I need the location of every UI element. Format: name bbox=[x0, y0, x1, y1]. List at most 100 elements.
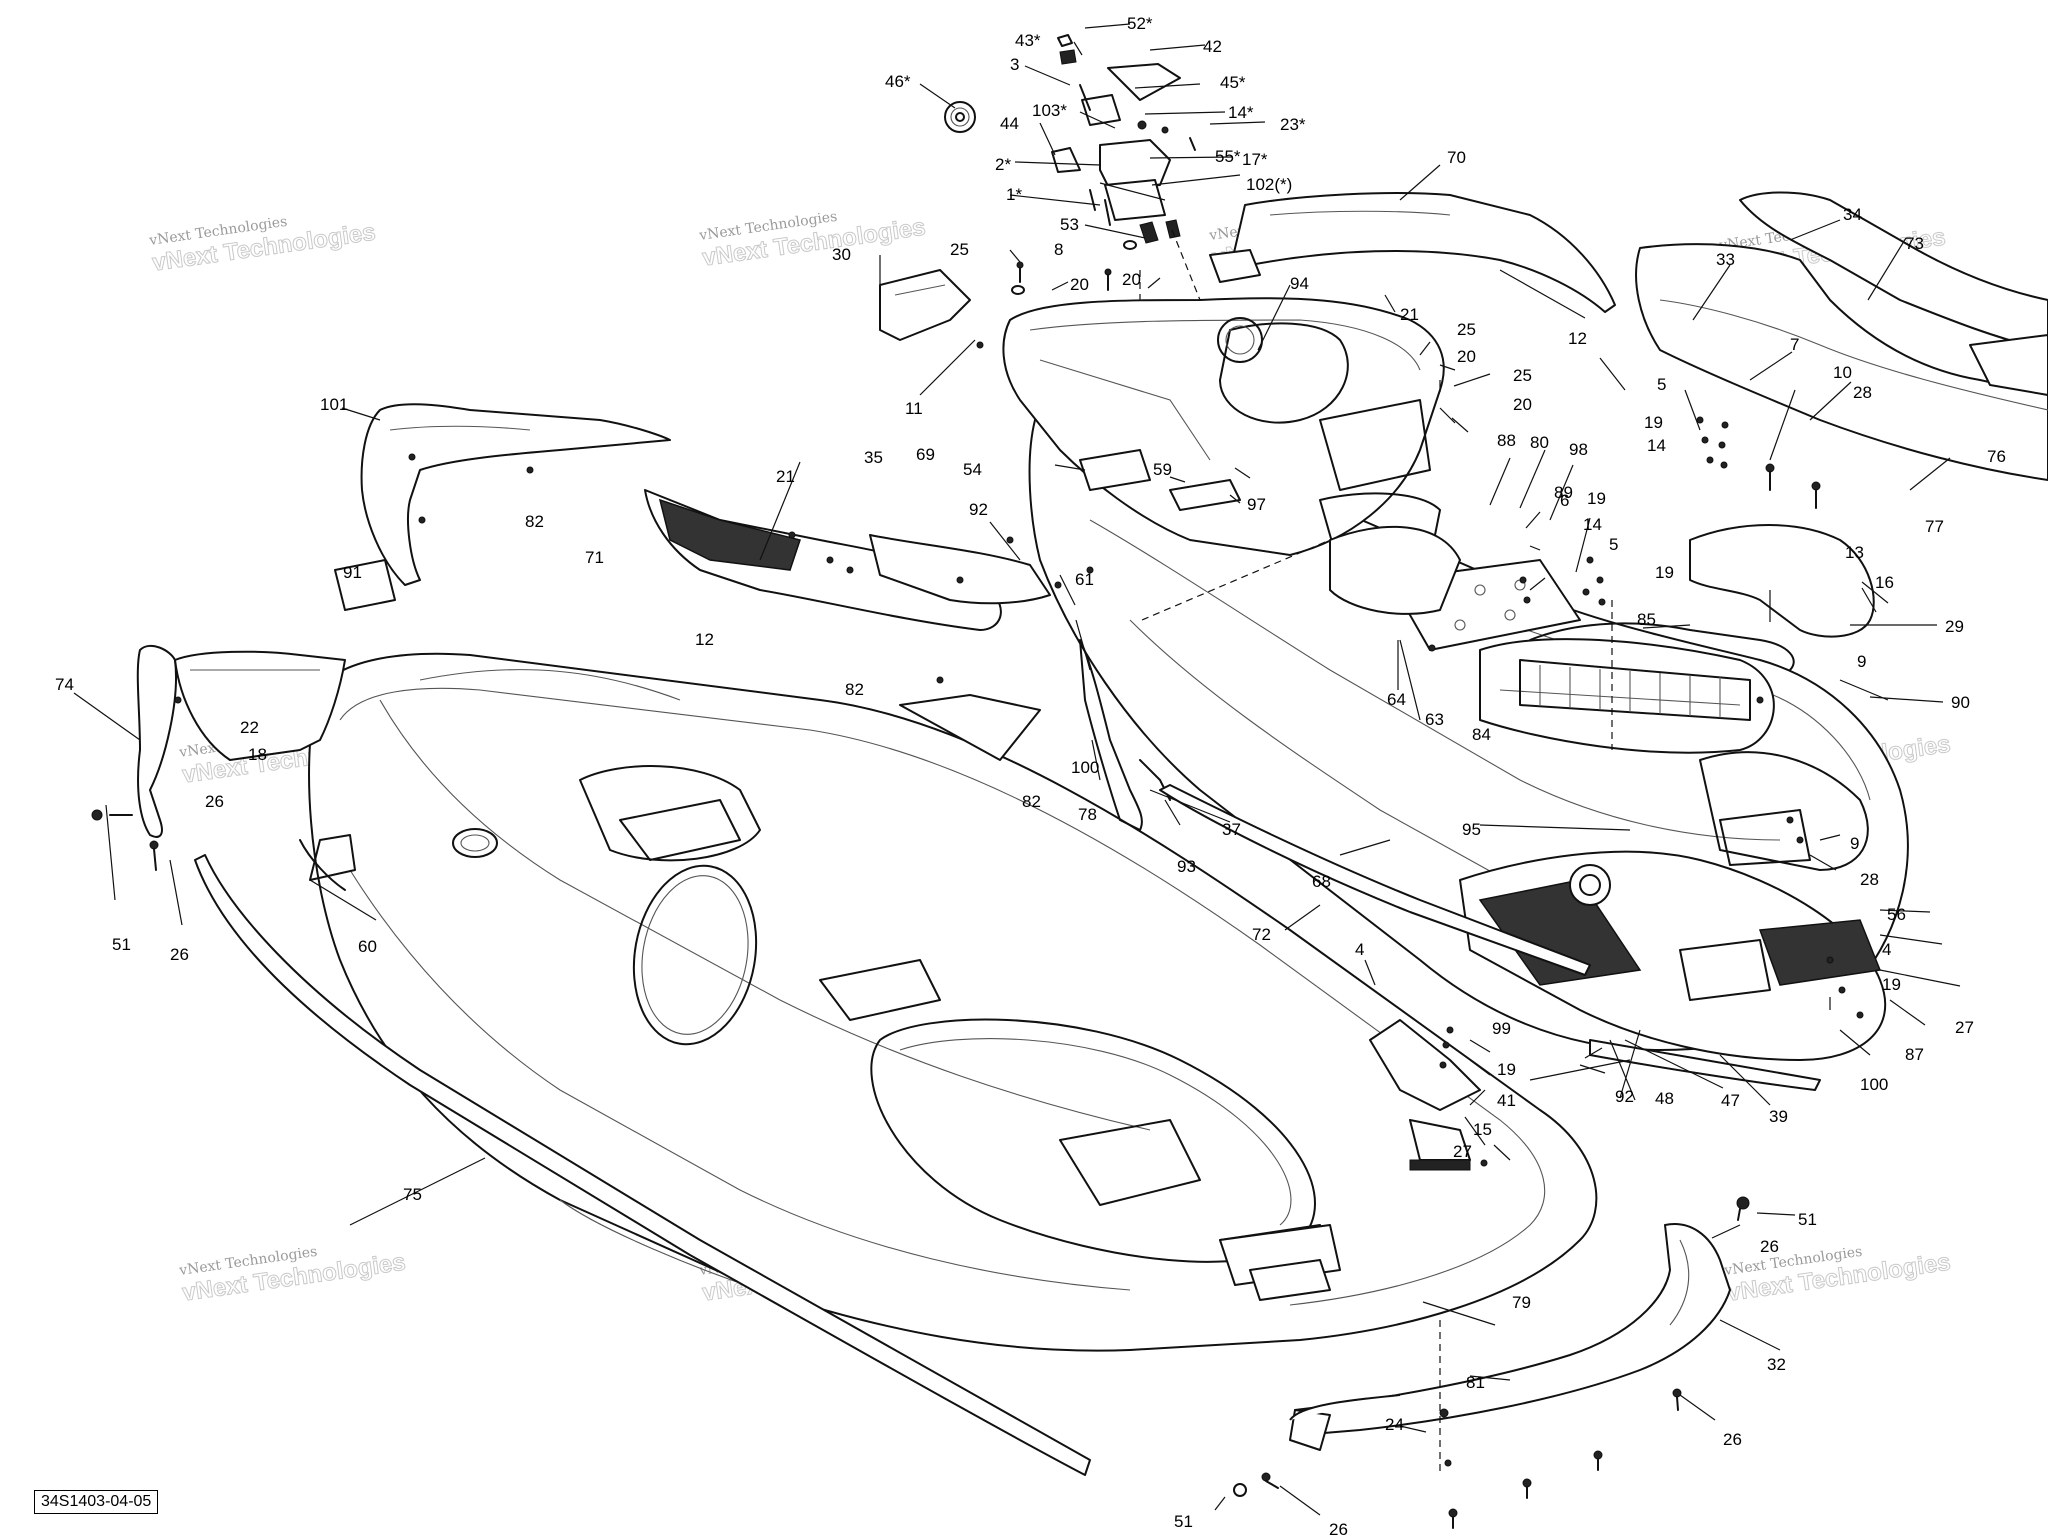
callout-label: 20 bbox=[1122, 270, 1141, 289]
callout-label: 81 bbox=[1466, 1373, 1485, 1392]
callout-label: 87 bbox=[1905, 1045, 1924, 1064]
callout-label: 70 bbox=[1447, 148, 1466, 167]
callout-label: 72 bbox=[1252, 925, 1271, 944]
callout-label: 73 bbox=[1905, 234, 1924, 253]
rub-strips bbox=[194, 784, 1821, 1476]
top-right-panels bbox=[1209, 191, 2048, 481]
callout-label: 80 bbox=[1530, 433, 1549, 452]
callout-label: 29 bbox=[1945, 617, 1964, 636]
callout-label: 53 bbox=[1060, 215, 1079, 234]
callout-label: 35 bbox=[864, 448, 883, 467]
fasteners bbox=[91, 240, 1864, 1529]
callout-label: 91 bbox=[343, 563, 362, 582]
callout-label: 41 bbox=[1497, 1091, 1516, 1110]
callout-label: 82 bbox=[845, 680, 864, 699]
assembly-lines bbox=[1139, 229, 1613, 1475]
callout-label: 75 bbox=[403, 1185, 422, 1204]
callout-label: 82 bbox=[525, 512, 544, 531]
callout-label: 32 bbox=[1767, 1355, 1786, 1374]
callout-label: 99 bbox=[1492, 1019, 1511, 1038]
callout-label: 101 bbox=[320, 395, 348, 414]
callout-label: 42 bbox=[1203, 37, 1222, 56]
front-bumper-part bbox=[1289, 1223, 1731, 1451]
callout-label: 26 bbox=[1329, 1520, 1348, 1536]
callout-label: 97 bbox=[1247, 495, 1266, 514]
callout-label: 79 bbox=[1512, 1293, 1531, 1312]
top-hardware-cluster bbox=[944, 34, 1196, 244]
callout-label: 45* bbox=[1220, 73, 1246, 92]
callout-label: 13 bbox=[1845, 543, 1864, 562]
callout-label: 15 bbox=[1473, 1120, 1492, 1139]
callout-label: 8 bbox=[1054, 240, 1063, 259]
center-console-part bbox=[1002, 297, 1461, 615]
callout-label: 71 bbox=[585, 548, 604, 567]
callout-label: 103* bbox=[1032, 101, 1067, 120]
callout-label: 69 bbox=[916, 445, 935, 464]
callout-label: 26 bbox=[170, 945, 189, 964]
callout-label: 19 bbox=[1497, 1060, 1516, 1079]
callout-label: 9 bbox=[1857, 652, 1866, 671]
callout-label: 60 bbox=[358, 937, 377, 956]
callout-label: 94 bbox=[1290, 274, 1309, 293]
callout-label: 5 bbox=[1609, 535, 1618, 554]
callout-label: 24 bbox=[1385, 1415, 1404, 1434]
callout-label: 51 bbox=[1174, 1512, 1193, 1531]
left-side-parts bbox=[136, 269, 1171, 891]
callout-label: 4 bbox=[1355, 940, 1364, 959]
callout-label: 19 bbox=[1882, 975, 1901, 994]
callout-label: 102(*) bbox=[1246, 175, 1292, 194]
callout-label: 93 bbox=[1177, 857, 1196, 876]
callout-label: 12 bbox=[1568, 329, 1587, 348]
callout-label: 54 bbox=[963, 460, 982, 479]
callout-label: 74 bbox=[55, 675, 74, 694]
callout-label: 59 bbox=[1153, 460, 1172, 479]
upper-deck-part bbox=[1028, 415, 1909, 1061]
callout-label: 28 bbox=[1860, 870, 1879, 889]
callout-label: 19 bbox=[1587, 489, 1606, 508]
callout-label: 77 bbox=[1925, 517, 1944, 536]
callout-label: 61 bbox=[1075, 570, 1094, 589]
callout-label: 19 bbox=[1655, 563, 1674, 582]
callout-label: 16 bbox=[1875, 573, 1894, 592]
callout-label: 51 bbox=[1798, 1210, 1817, 1229]
callout-label: 27 bbox=[1955, 1018, 1974, 1037]
callout-label: 25 bbox=[950, 240, 969, 259]
callout-label: 18 bbox=[248, 745, 267, 764]
callout-label: 21 bbox=[1400, 305, 1419, 324]
callout-label: 19 bbox=[1644, 413, 1663, 432]
callout-label: 55* bbox=[1215, 147, 1241, 166]
callout-label: 27 bbox=[1453, 1142, 1472, 1161]
callout-label: 88 bbox=[1497, 431, 1516, 450]
callout-label: 52* bbox=[1127, 14, 1153, 33]
main-deck-part bbox=[308, 652, 1598, 1352]
callout-labels: 52* 43* 42 3 46* 45* 103* 14* 44 23* 55*… bbox=[55, 14, 2006, 1536]
callout-label: 85 bbox=[1637, 610, 1656, 629]
callout-label: 10 bbox=[1833, 363, 1852, 382]
callout-label: 95 bbox=[1462, 820, 1481, 839]
callout-label: 14* bbox=[1228, 103, 1254, 122]
callout-label: 30 bbox=[832, 245, 851, 264]
callout-label: 56 bbox=[1887, 905, 1906, 924]
callout-label: 64 bbox=[1387, 690, 1406, 709]
callout-label: 26 bbox=[1723, 1430, 1742, 1449]
leader-lines bbox=[73, 23, 1961, 1516]
callout-label: 25 bbox=[1513, 366, 1532, 385]
callout-label: 46* bbox=[885, 72, 911, 91]
callout-label: 14 bbox=[1647, 436, 1666, 455]
callout-label: 3 bbox=[1010, 55, 1019, 74]
callout-label: 26 bbox=[205, 792, 224, 811]
callout-label: 9 bbox=[1850, 834, 1859, 853]
callout-label: 6 bbox=[1560, 491, 1569, 510]
callout-label: 12 bbox=[695, 630, 714, 649]
callout-label: 21 bbox=[776, 467, 795, 486]
callout-label: 92 bbox=[1615, 1087, 1634, 1106]
callout-label: 68 bbox=[1312, 872, 1331, 891]
callout-label: 37 bbox=[1222, 820, 1241, 839]
callout-label: 92 bbox=[969, 500, 988, 519]
callout-label: 84 bbox=[1472, 725, 1491, 744]
callout-label: 47 bbox=[1721, 1091, 1740, 1110]
callout-label: 20 bbox=[1070, 275, 1089, 294]
callout-label: 63 bbox=[1425, 710, 1444, 729]
callout-label: 44 bbox=[1000, 114, 1019, 133]
